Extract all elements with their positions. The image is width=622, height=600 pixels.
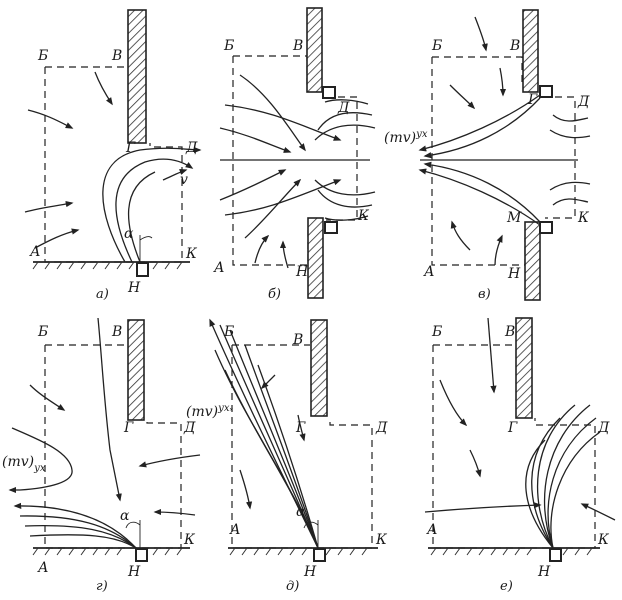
label-a-alpha: α (124, 226, 134, 242)
caption-e: е) (500, 579, 513, 594)
panel-a-dashed-boundary (44, 66, 183, 263)
label-v-B: Б (431, 38, 442, 54)
panel-d (209, 318, 378, 562)
label-a-K: К (185, 246, 198, 262)
label-d-B: Б (223, 324, 234, 340)
label-v-V: В (509, 38, 520, 54)
panel-g-ground-hatch (32, 547, 183, 556)
panel-e (424, 317, 616, 562)
label-g-alpha: α (120, 508, 130, 524)
label-v-N: Н (507, 266, 521, 282)
label-b-K: К (357, 208, 370, 224)
label-a-A: А (29, 244, 41, 260)
label-a-V: В (111, 48, 122, 64)
label-a-v: v (180, 172, 188, 188)
panel-g (8, 317, 201, 562)
caption-v: в) (478, 287, 491, 302)
label-b-B: Б (223, 38, 234, 54)
label-a-G: Г (125, 140, 136, 156)
panel-v-wall-bottom (524, 221, 541, 301)
panel-b-nozzle-top (322, 86, 336, 99)
panel-b-wall-bottom (307, 217, 324, 299)
label-e-A: А (426, 522, 438, 538)
label-b-D: Д (337, 100, 350, 116)
panel-g-dashed-boundary (44, 344, 182, 549)
panel-b (219, 7, 376, 299)
label-g-K: К (183, 532, 196, 548)
label-d-A: А (229, 522, 241, 538)
panel-v-nozzle-top (539, 85, 553, 98)
panel-v-streamlines (418, 16, 591, 266)
label-a-B: Б (37, 48, 48, 64)
label-a-D: Д (185, 140, 198, 156)
label-e-G: Г (507, 420, 518, 436)
panel-g-streamlines (8, 317, 201, 549)
label-g-N: Н (127, 564, 141, 580)
label-v-M: М (506, 210, 522, 226)
panel-a-ground-hatch (32, 261, 183, 270)
label-e-V: В (504, 324, 515, 340)
label-b-N: Н (295, 264, 309, 280)
label-d-K: К (375, 532, 388, 548)
label-d-V: В (292, 332, 303, 348)
caption-d: д) (286, 579, 299, 594)
panel-e-wall (515, 317, 533, 419)
panel-g-nozzle (135, 548, 148, 562)
panel-b-nozzle-bottom (324, 221, 338, 234)
panel-d-ground-hatch (229, 547, 368, 556)
label-d-momentum: (mv)ухₓ (186, 403, 234, 420)
panel-v-nozzle-bottom (539, 221, 553, 234)
label-d-D: Д (375, 420, 388, 436)
panel-a-nozzle (136, 262, 149, 277)
panel-b-wall-top (306, 7, 323, 93)
label-g-V: В (111, 324, 122, 340)
label-a-N: Н (127, 280, 141, 296)
panel-b-streamlines (219, 74, 376, 269)
label-g-momentum: (mv)ух (2, 454, 46, 474)
point-labels: Б В Г Д К А Н α v а) Б В Д К А Н б) Б В … (2, 38, 610, 594)
label-v-momentum: (mv)ух (384, 129, 428, 146)
panel-v (418, 9, 591, 301)
label-v-K: К (577, 210, 590, 226)
label-v-A: А (423, 264, 435, 280)
panel-a-wall (127, 9, 147, 144)
label-g-D: Д (183, 420, 196, 436)
panel-e-nozzle (549, 548, 562, 562)
label-d-G: Г (295, 420, 306, 436)
label-d-alpha: α (296, 504, 306, 520)
label-d-N: Н (303, 564, 317, 580)
label-e-D: Д (597, 420, 610, 436)
panel-g-wall (127, 319, 145, 421)
panel-e-dashed-boundary (432, 344, 596, 549)
label-e-B: Б (431, 324, 442, 340)
panel-a-streamlines (24, 71, 202, 263)
label-g-B: Б (37, 324, 48, 340)
panel-d-streamlines (209, 318, 319, 549)
panel-e-ground-hatch (430, 547, 593, 556)
caption-g: г) (96, 579, 108, 594)
panel-d-wall (310, 319, 328, 417)
label-v-D: Д (577, 94, 590, 110)
label-g-A: А (37, 560, 49, 576)
label-b-A: А (213, 260, 225, 276)
label-e-K: К (597, 532, 610, 548)
caption-a: а) (96, 287, 109, 302)
panel-e-streamlines (424, 317, 616, 549)
panel-d-nozzle (313, 548, 326, 562)
label-g-G: Г (123, 420, 134, 436)
label-b-V: В (292, 38, 303, 54)
caption-b: б) (268, 287, 281, 302)
panel-v-wall-top (522, 9, 539, 93)
panel-a (24, 9, 202, 277)
label-v-G: Г (527, 92, 538, 108)
label-e-N: Н (537, 564, 551, 580)
